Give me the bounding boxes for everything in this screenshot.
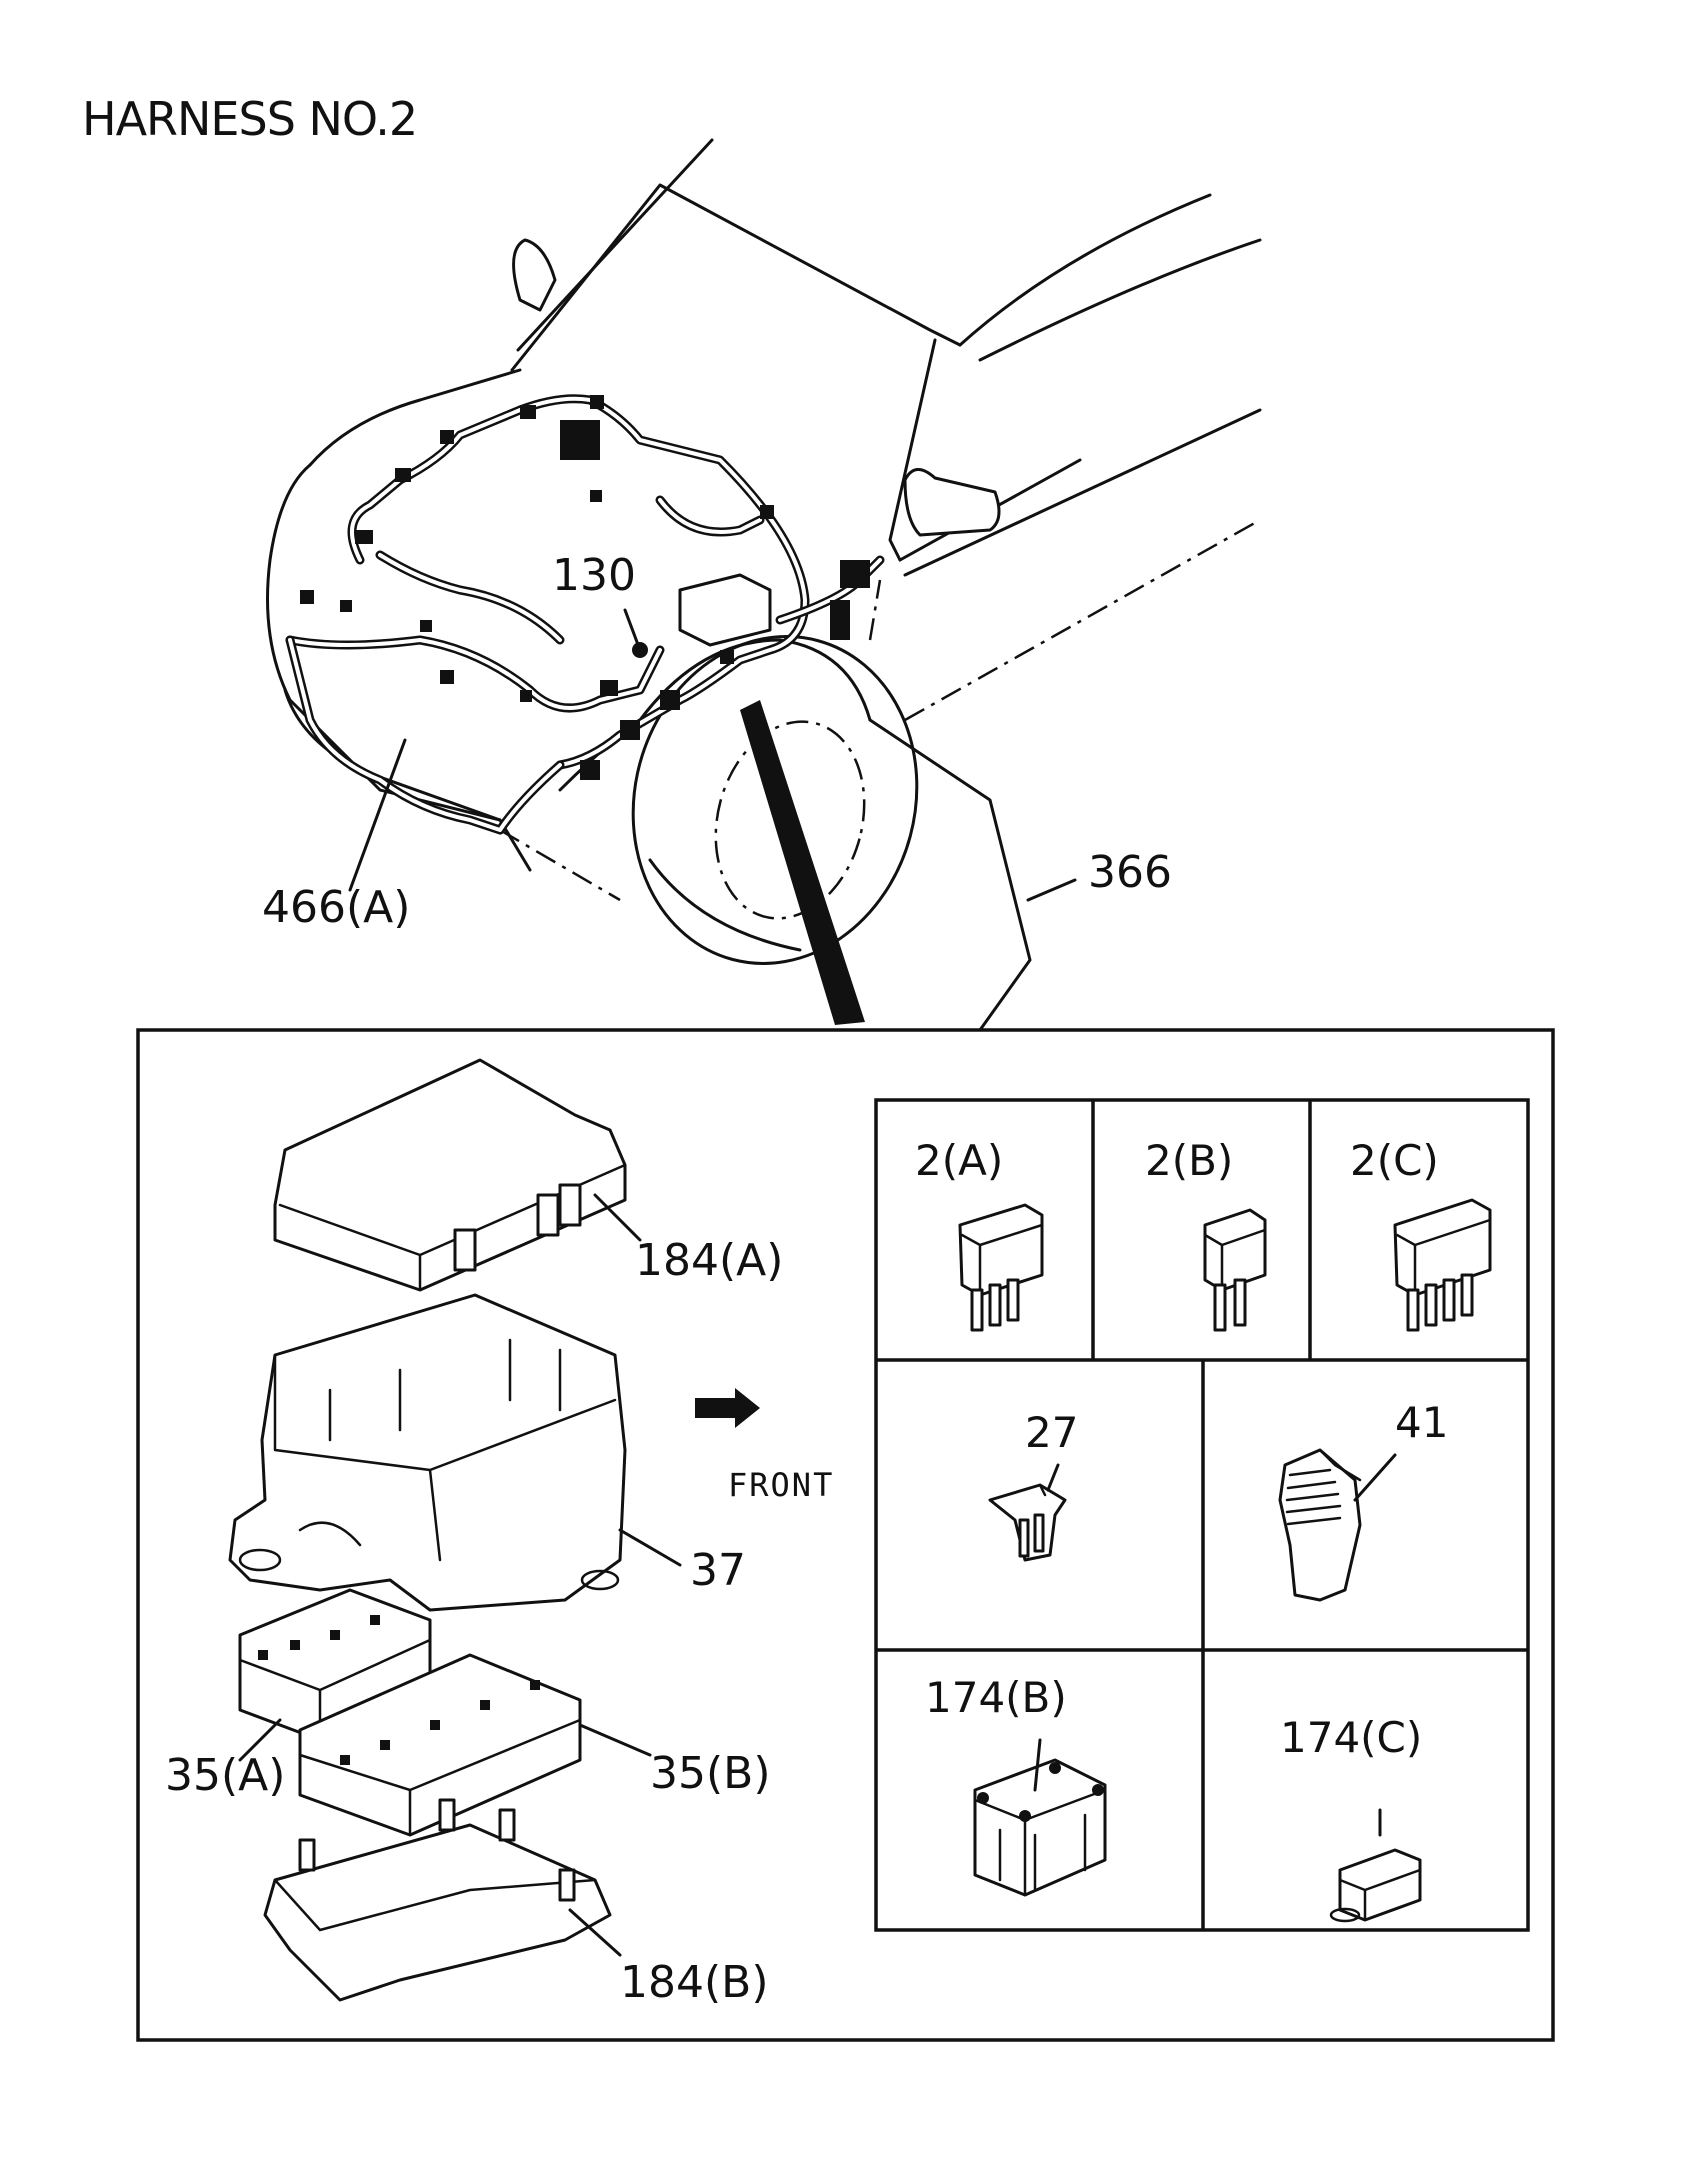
grid-label-27: 27 [1025,1408,1078,1457]
grid-label-174b: 174(B) [925,1673,1067,1722]
relay-2c-icon [1393,1198,1492,1332]
callout-466a: 466(A) [262,882,410,933]
fuse-box-exploded [228,1058,760,2002]
relay-2a-icon [958,1203,1044,1332]
callout-37: 37 [690,1545,746,1596]
grid-label-2c: 2(C) [1350,1136,1439,1185]
grid-label-2a: 2(A) [915,1136,1003,1185]
callout-184a: 184(A) [635,1235,783,1286]
relay-2b-icon [1203,1208,1267,1332]
grid-label-2b: 2(B) [1145,1136,1233,1185]
fuse-27-icon [988,1463,1067,1562]
detail-frame [136,1028,1555,2042]
vehicle-illustration [266,138,1262,1032]
fusible-link-174b-icon [973,1738,1107,1897]
fuse-174c-icon [1329,1808,1422,1923]
diagram-title: HARNESS NO.2 [82,92,418,146]
callout-130: 130 [552,550,636,601]
callout-35b: 35(B) [650,1748,771,1799]
callout-184b: 184(B) [620,1957,769,2008]
parts-grid [874,1098,1530,1932]
callout-35a: 35(A) [165,1750,285,1801]
grid-label-174c: 174(C) [1280,1713,1422,1762]
fuse-puller-41-icon [1278,1448,1397,1602]
grid-label-41: 41 [1395,1398,1448,1447]
callout-366: 366 [1088,847,1172,898]
front-label: FRONT [728,1466,834,1504]
